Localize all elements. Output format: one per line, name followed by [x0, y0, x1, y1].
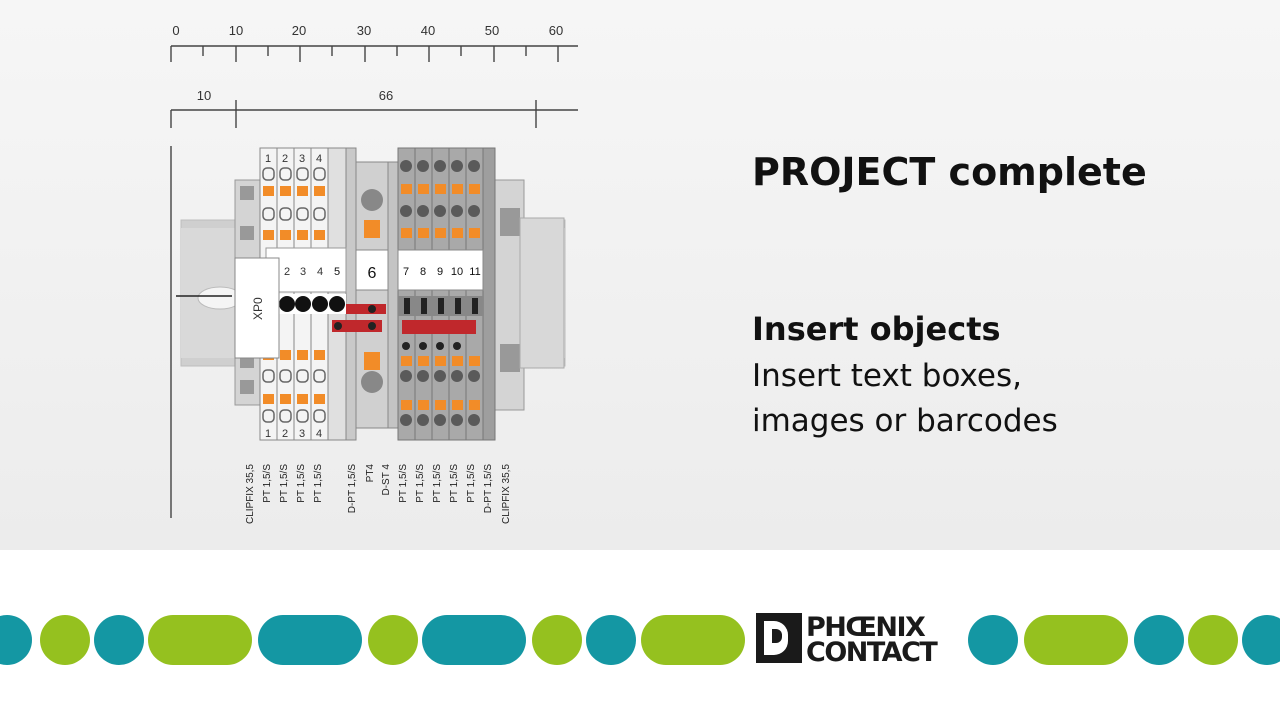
decorative-pill	[368, 615, 418, 665]
terminal-pt4	[345, 147, 357, 441]
decorative-pill	[40, 615, 90, 665]
decorative-pill	[148, 615, 252, 665]
decorative-pill	[0, 615, 32, 665]
decorative-pill	[1134, 615, 1184, 665]
part-label: D-PT 1,5/S	[483, 464, 494, 514]
marker-top: 2	[282, 153, 288, 165]
feature-line: images or barcodes	[752, 403, 1058, 439]
decorative-pill	[1024, 615, 1128, 665]
part-label: PT 1,5/S	[449, 464, 460, 503]
decorative-pill	[968, 615, 1018, 665]
decorative-pill	[641, 615, 745, 665]
marker-mid: 4	[317, 266, 323, 278]
decorative-pill	[1242, 615, 1280, 665]
marker-right: 7	[403, 266, 409, 278]
marker-mid: 2	[284, 266, 290, 278]
part-label: CLIPFIX 35,5	[245, 464, 256, 524]
scale-tick-label: 60	[549, 23, 563, 38]
decorative-pill	[94, 615, 144, 665]
decorative-pill-band	[0, 615, 1280, 665]
bridge-jumper	[346, 304, 386, 314]
part-label: PT 1,5/S	[262, 464, 273, 503]
part-label: CLIPFIX 35,5	[501, 464, 512, 524]
scale-tick-label: 30	[357, 23, 371, 38]
part-label: PT 1,5/S	[398, 464, 409, 503]
feature-line: Insert text boxes,	[752, 358, 1022, 394]
marker-top: 1	[265, 153, 271, 165]
scale-tick-label: 50	[485, 23, 499, 38]
marker-bottom: 1	[265, 428, 271, 440]
logo-mark-icon	[756, 613, 802, 663]
marker-bottom: 2	[282, 428, 288, 440]
marker-right: 11	[469, 266, 480, 278]
part-label: PT 1,5/S	[279, 464, 290, 503]
page-title: PROJECT complete	[752, 150, 1147, 194]
part-label: PT 1,5/S	[313, 464, 324, 503]
marker-bottom: 3	[299, 428, 305, 440]
feature-title: Insert objects	[752, 310, 1001, 348]
marker-bottom: 4	[316, 428, 322, 440]
decorative-pill	[586, 615, 636, 665]
part-label: PT 1,5/S	[415, 464, 426, 503]
dimension-left-label: 10	[197, 88, 211, 103]
marker-mid: 3	[300, 266, 306, 278]
dimension-ruler	[170, 45, 578, 518]
marker-right: 8	[420, 266, 426, 278]
xp0-label-strip	[234, 257, 280, 359]
scale-tick-label: 0	[172, 23, 179, 38]
bridge-jumper	[402, 320, 476, 334]
logo-word-top: PHŒNIX	[806, 612, 926, 643]
marker-right: 10	[451, 266, 463, 278]
part-label: PT 1,5/S	[296, 464, 307, 503]
decorative-pill	[258, 615, 362, 665]
decorative-pill	[422, 615, 526, 665]
marker-top: 4	[316, 153, 322, 165]
scale-tick-label: 10	[229, 23, 243, 38]
part-label: D-PT 1,5/S	[347, 464, 358, 514]
dimension-right-label: 66	[379, 88, 393, 103]
scale-tick-label: 20	[292, 23, 306, 38]
part-label: PT 1,5/S	[432, 464, 443, 503]
part-label: PT 1,5/S	[466, 464, 477, 503]
xp0-label: XP0	[251, 297, 265, 320]
part-label: PT4	[365, 464, 376, 483]
part-label: D-ST 4	[381, 464, 392, 496]
phoenix-contact-logo: PHŒNIX CONTACT	[756, 612, 962, 668]
logo-word-bottom: CONTACT	[806, 637, 938, 668]
marker-right: 9	[437, 266, 443, 278]
decorative-pill	[532, 615, 582, 665]
terminal-group-right	[397, 147, 496, 441]
decorative-pill	[1188, 615, 1238, 665]
marker-top: 3	[299, 153, 305, 165]
marker-mid: 5	[334, 266, 340, 278]
scale-tick-label: 40	[421, 23, 435, 38]
marker-6: 6	[368, 265, 377, 282]
terminal-block-diagram: 0 10 20 30 40 50 60 10 66	[170, 23, 578, 524]
